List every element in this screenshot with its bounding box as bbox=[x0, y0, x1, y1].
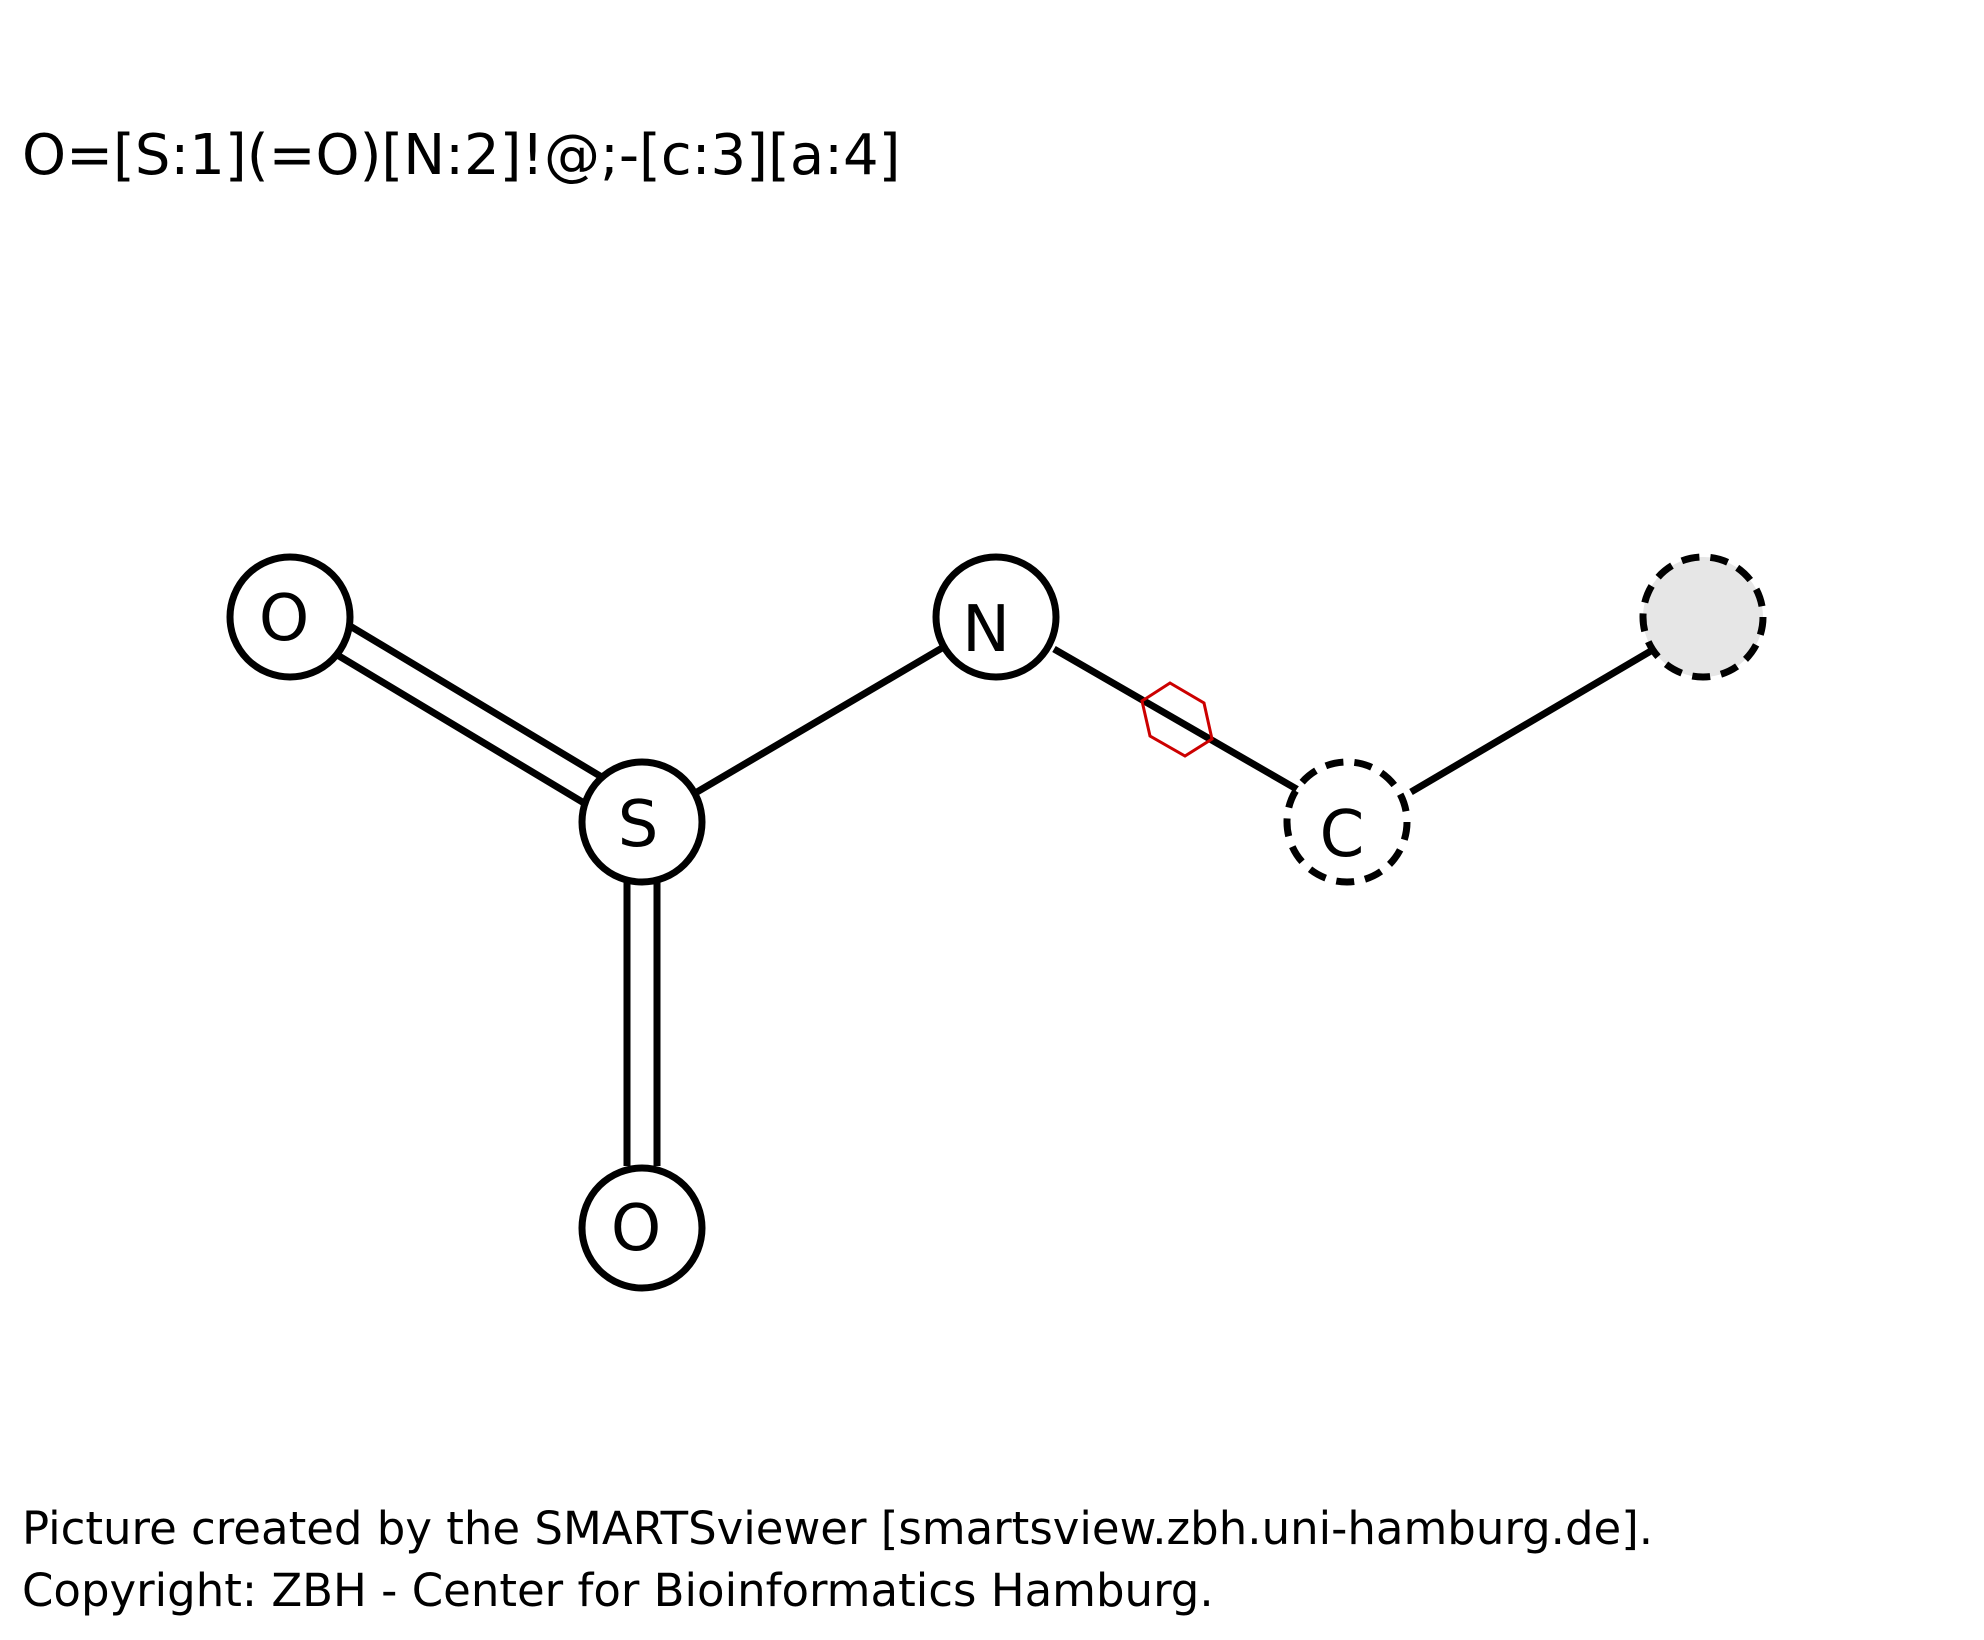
atom-n-label: N bbox=[962, 593, 1010, 667]
credits-line-1: Picture created by the SMARTSviewer [sma… bbox=[22, 1502, 1654, 1555]
bond-n-c bbox=[1052, 645, 1302, 795]
credits-footer: Picture created by the SMARTSviewer [sma… bbox=[22, 1498, 1653, 1622]
atom-a-any-aromatic bbox=[1639, 553, 1767, 681]
atom-s: S bbox=[578, 758, 706, 886]
bonds bbox=[332, 622, 1658, 1166]
atom-o1-label: O bbox=[259, 582, 309, 656]
bond-c-a bbox=[1409, 644, 1658, 796]
atom-c-label: C bbox=[1320, 798, 1365, 872]
credits-line-2: Copyright: ZBH - Center for Bioinformati… bbox=[22, 1564, 1214, 1617]
atom-o2: O bbox=[578, 1164, 706, 1292]
not-ring-bond-marker bbox=[1140, 681, 1214, 758]
bond-s-n bbox=[695, 644, 944, 796]
atom-c-aromatic: C bbox=[1283, 758, 1411, 886]
atom-n: N bbox=[932, 553, 1060, 681]
bond-o1-s-double bbox=[332, 622, 602, 807]
atom-o1: O bbox=[226, 553, 354, 681]
atom-s-label: S bbox=[618, 788, 659, 862]
atom-o2-label: O bbox=[611, 1192, 661, 1266]
bond-s-o2-double bbox=[623, 880, 661, 1166]
smarts-string: O=[S:1](=O)[N:2]!@;-[c:3][a:4] bbox=[22, 123, 901, 188]
